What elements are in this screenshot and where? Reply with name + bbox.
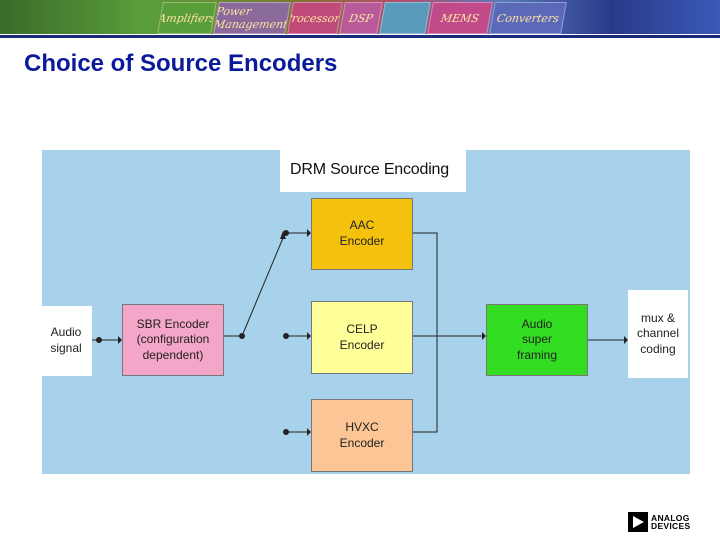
aac-encoder-box: AAC Encoder	[311, 198, 413, 270]
audio-super-framing-box: Audio super framing	[486, 304, 588, 376]
analog-devices-logo: ANALOG DEVICES	[628, 512, 690, 532]
header-banner: Amplifiers Power Management Processors D…	[0, 0, 720, 34]
hvxc-encoder-box: HVXC Encoder	[311, 399, 413, 472]
slide-title: Choice of Source Encoders	[24, 50, 338, 77]
diagram-title: DRM Source Encoding	[280, 148, 466, 192]
celp-encoder-box: CELP Encoder	[311, 301, 413, 374]
sbr-encoder-box: SBR Encoder (configuration dependent)	[122, 304, 224, 376]
header-rule	[0, 35, 720, 38]
logo-line-2: DEVICES	[651, 521, 691, 531]
logo-line-1: ANALOG	[651, 512, 690, 523]
analog-devices-logo-icon	[628, 512, 648, 532]
output-label: mux & channel coding	[628, 290, 688, 378]
input-label: Audio signal	[40, 306, 92, 376]
